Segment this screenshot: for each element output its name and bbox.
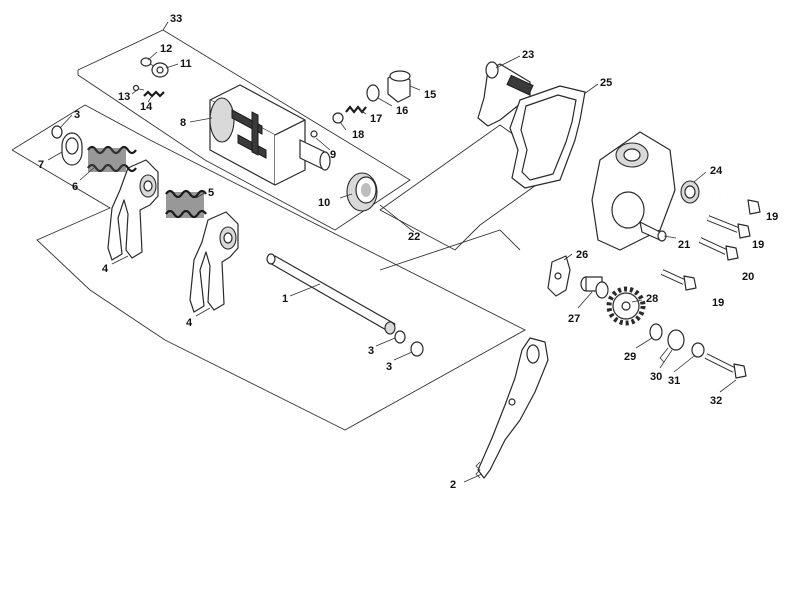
washer-3-low bbox=[410, 341, 424, 357]
oil-seal-24 bbox=[680, 180, 700, 204]
callout-5: 5 bbox=[208, 187, 214, 199]
cover-21 bbox=[591, 131, 676, 251]
washer-16 bbox=[366, 84, 380, 102]
callout-30: 30 bbox=[650, 371, 662, 383]
plate-11-hole bbox=[156, 66, 164, 74]
gear-28 bbox=[606, 286, 646, 326]
bolt-15 bbox=[387, 70, 411, 103]
callout-14: 14 bbox=[140, 101, 153, 113]
fork-assembly-outline bbox=[11, 104, 526, 431]
callout-4-left: 4 bbox=[102, 263, 109, 275]
shift-arm-23 bbox=[477, 61, 534, 127]
detent-18 bbox=[332, 112, 344, 124]
callout-8: 8 bbox=[180, 117, 186, 129]
callout-6: 6 bbox=[72, 181, 78, 193]
callout-24: 24 bbox=[710, 165, 723, 177]
callout-labels: 33 12 11 13 14 8 3 7 6 5 4 4 1 3 3 9 10 … bbox=[38, 13, 778, 491]
callout-22: 22 bbox=[408, 231, 420, 243]
pin-13 bbox=[132, 84, 145, 92]
callout-17: 17 bbox=[370, 113, 382, 125]
callout-7: 7 bbox=[38, 159, 44, 171]
shift-lever-2 bbox=[475, 337, 549, 479]
callout-26: 26 bbox=[576, 249, 588, 261]
bolt-20 bbox=[698, 237, 739, 261]
callout-10: 10 bbox=[318, 197, 330, 209]
shift-shaft bbox=[266, 253, 396, 335]
shift-drum bbox=[209, 84, 331, 186]
shift-fork-right bbox=[189, 211, 239, 313]
callout-21: 21 bbox=[678, 239, 690, 251]
spring-14 bbox=[143, 90, 165, 98]
callout-28: 28 bbox=[646, 293, 658, 305]
shift-fork-left bbox=[107, 159, 159, 261]
callout-2: 2 bbox=[450, 479, 456, 491]
callout-19-c: 19 bbox=[712, 297, 724, 309]
washer-31 bbox=[691, 342, 705, 358]
leaders bbox=[47, 21, 737, 483]
bolt-19-b bbox=[706, 215, 751, 239]
spring-6 bbox=[87, 145, 137, 173]
callout-15: 15 bbox=[424, 89, 436, 101]
collar-27 bbox=[580, 276, 609, 299]
bolt-32 bbox=[704, 353, 747, 379]
spring-5 bbox=[165, 189, 207, 219]
callout-20: 20 bbox=[742, 271, 754, 283]
callout-9: 9 bbox=[330, 149, 336, 161]
callout-19-b: 19 bbox=[752, 239, 764, 251]
bolt-19-a bbox=[719, 194, 761, 215]
spring-30 bbox=[659, 329, 685, 363]
callout-33: 33 bbox=[170, 13, 182, 25]
callout-29: 29 bbox=[624, 351, 636, 363]
callout-18: 18 bbox=[352, 129, 364, 141]
callout-11: 11 bbox=[180, 58, 192, 70]
callout-31: 31 bbox=[668, 375, 680, 387]
ball-9 bbox=[310, 130, 318, 138]
assembly-outlines bbox=[11, 29, 561, 431]
bearing-10 bbox=[346, 172, 378, 212]
callout-27: 27 bbox=[568, 313, 580, 325]
cover-assembly-outline bbox=[379, 124, 561, 251]
gasket-25 bbox=[509, 85, 586, 189]
callout-12: 12 bbox=[160, 43, 172, 55]
callout-23: 23 bbox=[522, 49, 534, 61]
bolt-19-c bbox=[660, 269, 697, 291]
callout-4-right: 4 bbox=[186, 317, 193, 329]
callout-19-a: 19 bbox=[766, 211, 778, 223]
washer-29 bbox=[649, 323, 663, 341]
callout-16: 16 bbox=[396, 105, 408, 117]
callout-3-top: 3 bbox=[74, 109, 80, 121]
callout-32: 32 bbox=[710, 395, 722, 407]
shaft-to-lever-link bbox=[379, 229, 521, 271]
washer-3-top bbox=[51, 125, 63, 139]
callout-25: 25 bbox=[600, 77, 612, 89]
callout-3-low: 3 bbox=[386, 361, 392, 373]
callout-13: 13 bbox=[118, 91, 130, 103]
spring-17 bbox=[345, 105, 367, 114]
callout-1: 1 bbox=[282, 293, 288, 305]
stopper-plate-26 bbox=[547, 255, 571, 297]
callout-3-mid: 3 bbox=[368, 345, 374, 357]
collar-7 bbox=[61, 132, 83, 166]
washer-3-mid bbox=[394, 330, 406, 344]
